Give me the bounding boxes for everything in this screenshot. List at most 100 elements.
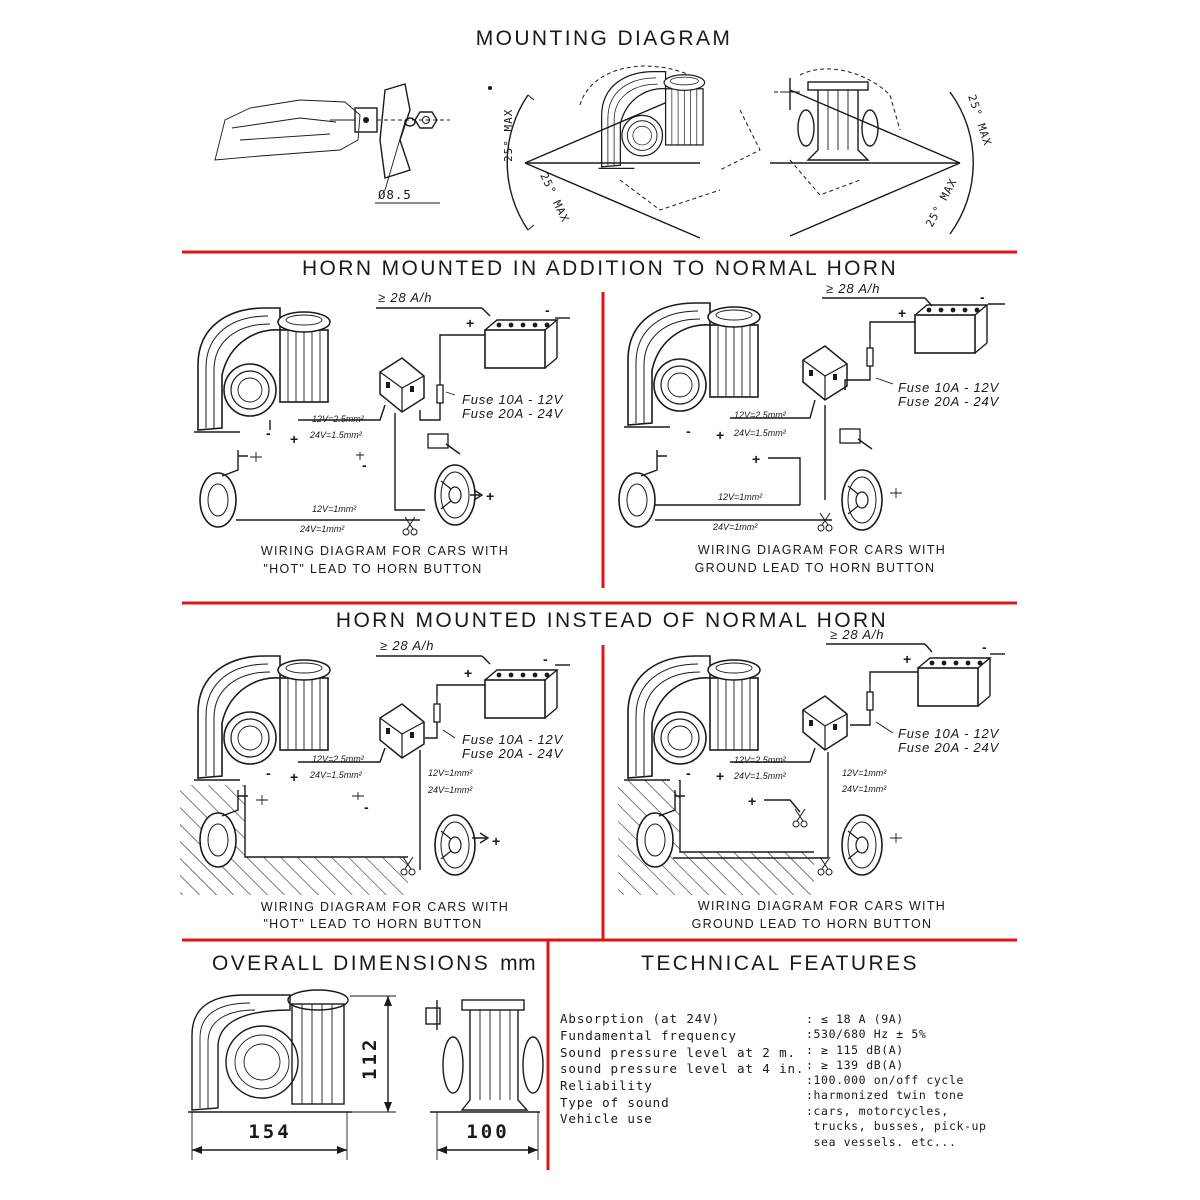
tech-value-continued: sea vessels. etc... bbox=[806, 1135, 956, 1149]
caption-line1: WIRING DIAGRAM FOR CARS WITH bbox=[261, 900, 509, 914]
wire-small-12v: 12V=1mm² bbox=[312, 504, 357, 514]
tilt-side-view: 25° MAX 25° MAX bbox=[770, 68, 994, 237]
svg-text:-: - bbox=[545, 302, 550, 318]
tech-value: : ≤ 18 A (9A) bbox=[806, 1012, 904, 1026]
svg-text:+: + bbox=[748, 793, 756, 809]
tech-label: Reliability bbox=[560, 1078, 653, 1093]
svg-text:-: - bbox=[364, 799, 369, 815]
svg-text:+: + bbox=[898, 305, 906, 321]
length-dimension: 154 bbox=[248, 1121, 291, 1143]
svg-text:+: + bbox=[486, 488, 494, 504]
dimension-side-view: 112 154 bbox=[188, 989, 396, 1160]
svg-text:+: + bbox=[716, 427, 724, 443]
angle-left-down: 25° MAX bbox=[537, 171, 571, 225]
mounting-section: MOUNTING DIAGRAM Ø8.5 bbox=[214, 27, 994, 239]
fuse-rating-12v: Fuse 10A - 12V bbox=[462, 392, 564, 407]
tech-label: Fundamental frequency bbox=[560, 1028, 737, 1043]
wire-small-12v: 12V=1mm² bbox=[842, 768, 887, 778]
addition-title: HORN MOUNTED IN ADDITION TO NORMAL HORN bbox=[302, 257, 898, 280]
wire-size-24v: 24V=1.5mm² bbox=[309, 430, 363, 440]
height-dimension: 112 bbox=[359, 1037, 381, 1080]
tech-value: :100.000 on/off cycle bbox=[806, 1073, 964, 1087]
wire-small-12v: 12V=1mm² bbox=[428, 768, 473, 778]
svg-text:-: - bbox=[266, 765, 271, 781]
tilt-front-view: 25° MAX 25° MAX bbox=[488, 65, 761, 239]
caption-line1: WIRING DIAGRAM FOR CARS WITH bbox=[261, 544, 509, 558]
tech-label: Sound pressure level at 2 m. bbox=[560, 1045, 796, 1060]
caption-line2: "HOT" LEAD TO HORN BUTTON bbox=[263, 562, 482, 576]
battery-capacity: ≥ 28 A/h bbox=[830, 627, 884, 642]
svg-text:-: - bbox=[980, 289, 985, 305]
wire-size-12v: 12V=2.5mm² bbox=[312, 414, 365, 424]
wire-size-12v: 12V=2.5mm² bbox=[734, 410, 787, 420]
panel-instead-ground: ≥ 28 A/h + - Fuse 10A - 12V Fuse 20A - 2… bbox=[618, 627, 1005, 931]
svg-text:+: + bbox=[464, 665, 472, 681]
instead-title: HORN MOUNTED INSTEAD OF NORMAL HORN bbox=[336, 609, 888, 632]
wire-size-12v: 12V=2.5mm² bbox=[312, 754, 365, 764]
caption-line1: WIRING DIAGRAM FOR CARS WITH bbox=[698, 543, 946, 557]
fuse-rating-12v: Fuse 10A - 12V bbox=[898, 380, 1000, 395]
tech-value: :cars, motorcycles, bbox=[806, 1104, 949, 1118]
angle-right-down: 25° MAX bbox=[923, 176, 960, 229]
wire-small-24v: 24V=1mm² bbox=[712, 522, 758, 532]
svg-text:+: + bbox=[290, 431, 298, 447]
technical-table: Absorption (at 24V) : ≤ 18 A (9A) Fundam… bbox=[560, 1011, 987, 1149]
hole-diameter-label: Ø8.5 bbox=[378, 187, 412, 202]
svg-text:-: - bbox=[982, 639, 987, 655]
tech-label: Type of sound bbox=[560, 1095, 670, 1110]
panel-instead-hot: ≥ 28 A/h + - Fuse 10A - 12V Fuse 20A - 2… bbox=[180, 638, 570, 931]
caption-line2: GROUND LEAD TO HORN BUTTON bbox=[692, 917, 933, 931]
caption-line1: WIRING DIAGRAM FOR CARS WITH bbox=[698, 899, 946, 913]
tech-label: sound pressure level at 4 in. bbox=[560, 1061, 804, 1076]
wire-size-24v: 24V=1.5mm² bbox=[733, 771, 787, 781]
fuse-rating-24v: Fuse 20A - 24V bbox=[462, 406, 564, 421]
svg-text:+: + bbox=[903, 651, 911, 667]
wire-size-24v: 24V=1.5mm² bbox=[733, 428, 787, 438]
tech-label: Absorption (at 24V) bbox=[560, 1011, 720, 1026]
svg-text:+: + bbox=[716, 768, 724, 784]
svg-text:+: + bbox=[466, 315, 474, 331]
fuse-rating-12v: Fuse 10A - 12V bbox=[462, 732, 564, 747]
svg-text:-: - bbox=[686, 765, 691, 781]
fuse-rating-24v: Fuse 20A - 24V bbox=[462, 746, 564, 761]
angle-right-up: 25° MAX bbox=[965, 93, 994, 148]
panel-addition-ground: ≥ 28 A/h + - Fuse 10A - 12V Fuse 20A - 2… bbox=[618, 281, 1005, 575]
wire-small-24v: 24V=1mm² bbox=[841, 784, 887, 794]
svg-text:+: + bbox=[752, 451, 760, 467]
wire-small-24v: 24V=1mm² bbox=[427, 785, 473, 795]
tech-value: :harmonized twin tone bbox=[806, 1088, 964, 1102]
svg-text:+: + bbox=[492, 833, 500, 849]
caption-line2: GROUND LEAD TO HORN BUTTON bbox=[695, 561, 936, 575]
technical-section: TECHNICAL FEATURES Absorption (at 24V) :… bbox=[560, 952, 987, 1149]
svg-text:+: + bbox=[290, 769, 298, 785]
mounting-title: MOUNTING DIAGRAM bbox=[476, 27, 733, 50]
tech-value: : ≥ 115 dB(A) bbox=[806, 1043, 904, 1057]
width-dimension: 100 bbox=[466, 1121, 509, 1143]
technical-title: TECHNICAL FEATURES bbox=[641, 952, 919, 975]
fuse-rating-24v: Fuse 20A - 24V bbox=[898, 740, 1000, 755]
tech-value: :530/680 Hz ± 5% bbox=[806, 1027, 926, 1041]
caption-line2: "HOT" LEAD TO HORN BUTTON bbox=[263, 917, 482, 931]
wire-size-24v: 24V=1.5mm² bbox=[309, 770, 363, 780]
dimension-front-view: 100 bbox=[425, 999, 544, 1160]
tech-value: : ≥ 139 dB(A) bbox=[806, 1058, 904, 1072]
tech-value-continued: trucks, busses, pick-up bbox=[806, 1119, 987, 1133]
tech-label: Vehicle use bbox=[560, 1111, 653, 1126]
wire-small-12v: 12V=1mm² bbox=[718, 492, 763, 502]
angle-left-up: 25° MAX bbox=[502, 109, 515, 162]
battery-capacity: ≥ 28 A/h bbox=[378, 290, 432, 305]
fuse-rating-12v: Fuse 10A - 12V bbox=[898, 726, 1000, 741]
svg-text:-: - bbox=[362, 457, 367, 473]
wire-small-24v: 24V=1mm² bbox=[299, 524, 345, 534]
svg-text:-: - bbox=[266, 425, 271, 441]
battery-capacity: ≥ 28 A/h bbox=[380, 638, 434, 653]
battery-capacity: ≥ 28 A/h bbox=[826, 281, 880, 296]
fuse-rating-24v: Fuse 20A - 24V bbox=[898, 394, 1000, 409]
panel-addition-hot: ≥ 28 A/h + - Fuse 10A - 12V Fuse 20A - 2… bbox=[193, 290, 570, 576]
bracket-sketch: Ø8.5 bbox=[214, 83, 450, 204]
section-dividers bbox=[182, 250, 1017, 1170]
